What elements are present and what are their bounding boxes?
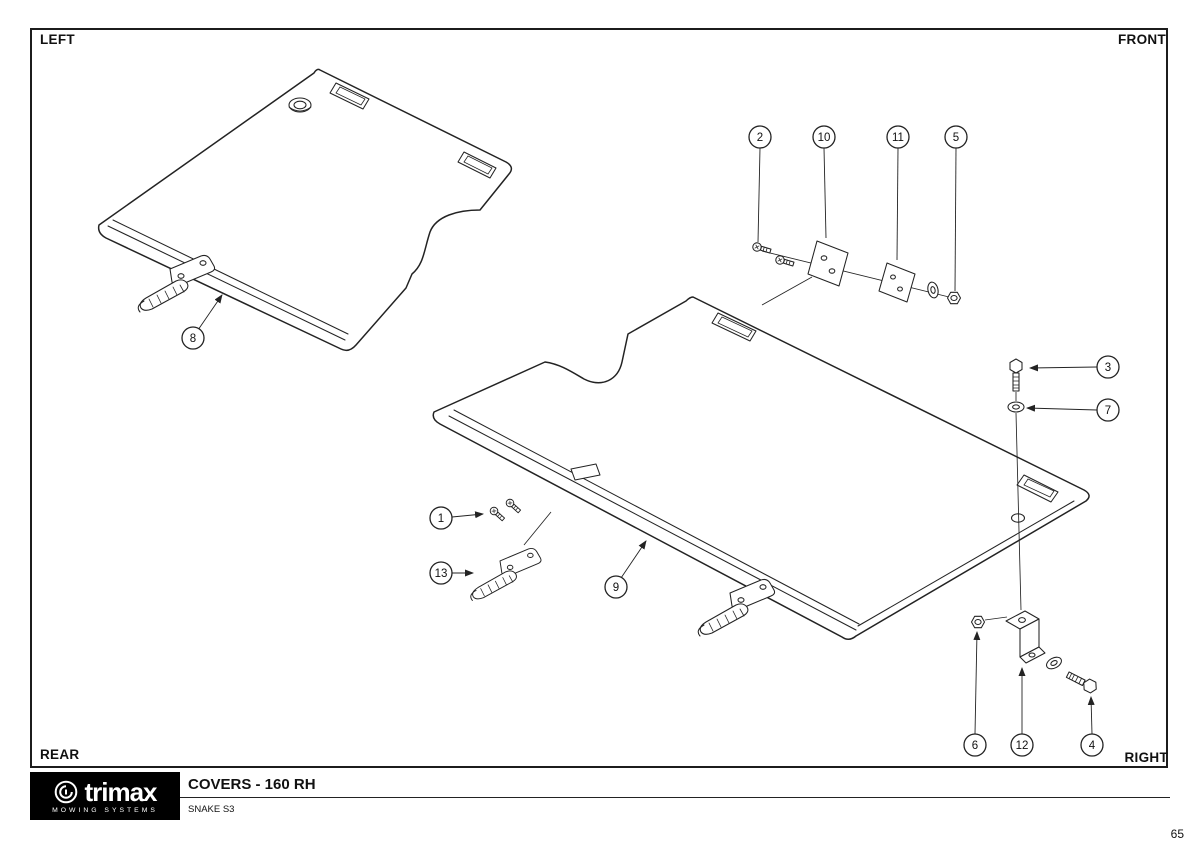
svg-text:3: 3 — [1105, 362, 1111, 374]
hardware-cluster-latch — [470, 497, 552, 601]
panel-left-cap — [288, 97, 312, 113]
part-11-plate — [878, 262, 916, 303]
part-9-cover-panel-right — [432, 296, 1090, 640]
callout-7: 7 — [1096, 398, 1120, 422]
callout-11: 11 — [886, 125, 910, 149]
part-3-bolt — [1009, 358, 1023, 392]
callout-10: 10 — [812, 125, 836, 149]
drawing-subtitle: SNAKE S3 — [188, 803, 235, 815]
leader-4 — [1087, 696, 1095, 735]
assembly-axis-nut — [984, 616, 1008, 621]
part-12-bracket — [1005, 610, 1046, 664]
callout-12: 12 — [1010, 733, 1034, 757]
part-1-screw — [488, 505, 507, 523]
drawing-title: COVERS - 160 RH — [180, 772, 1170, 798]
part-8-cover-panel-left — [97, 68, 513, 352]
trimax-logo-emblem — [55, 780, 78, 803]
leader-11 — [896, 147, 899, 261]
callout-8: 8 — [181, 326, 205, 350]
brand-tagline: MOWING SYSTEMS — [52, 806, 158, 814]
latch-keeper-plate — [570, 463, 601, 481]
title-block: trimax MOWING SYSTEMS COVERS - 160 RH SN… — [30, 772, 1170, 820]
washer — [1044, 654, 1064, 672]
hardware-cluster-right — [970, 358, 1100, 696]
callout-5: 5 — [944, 125, 968, 149]
leader-1 — [451, 511, 484, 519]
latch-installed-right — [697, 578, 776, 637]
part-5-nut — [946, 291, 962, 305]
svg-text:6: 6 — [972, 740, 978, 752]
assembly-axis-vertical — [1015, 392, 1022, 611]
svg-text:13: 13 — [435, 568, 448, 580]
orientation-label-front: FRONT — [1118, 32, 1166, 47]
leader-7 — [1026, 404, 1098, 412]
svg-text:1: 1 — [438, 513, 444, 525]
assembly-axis-top — [761, 250, 950, 298]
callout-9: 9 — [604, 575, 628, 599]
callout-13: 13 — [429, 561, 453, 585]
orientation-label-rear: REAR — [40, 747, 80, 762]
svg-text:12: 12 — [1016, 740, 1029, 752]
title-block-text: COVERS - 160 RH SNAKE S3 — [180, 772, 1170, 820]
washer-small — [925, 280, 941, 300]
callout-6: 6 — [963, 733, 987, 757]
hardware-cluster-top — [751, 240, 962, 306]
svg-text:8: 8 — [190, 333, 196, 345]
part-4-bolt — [1064, 668, 1100, 696]
leader-9 — [620, 540, 647, 579]
svg-text:10: 10 — [818, 132, 831, 144]
leader-3 — [1029, 364, 1098, 372]
part-7-washer — [1007, 401, 1025, 413]
svg-text:4: 4 — [1089, 740, 1096, 752]
svg-text:11: 11 — [892, 132, 904, 144]
panel-left-handle-slots — [329, 82, 497, 179]
page-number: 65 — [1170, 827, 1184, 841]
svg-text:7: 7 — [1105, 405, 1111, 417]
leader-10 — [823, 147, 827, 239]
orientation-label-right: RIGHT — [1124, 750, 1168, 765]
pointer-to-panel-top — [761, 276, 813, 306]
part-13-latch — [470, 547, 542, 601]
callout-4: 4 — [1080, 733, 1104, 757]
orientation-label-left: LEFT — [40, 32, 75, 47]
leader-5 — [954, 147, 957, 292]
leader-8 — [197, 294, 223, 331]
svg-text:9: 9 — [613, 582, 619, 594]
svg-text:2: 2 — [757, 132, 763, 144]
bolt-hole — [1010, 513, 1026, 523]
leader-2 — [757, 147, 761, 243]
part-2-screw — [751, 241, 773, 256]
leader-lines — [197, 147, 1098, 735]
part-1-screw — [504, 497, 523, 515]
pointer-to-panel-latch — [523, 511, 552, 546]
panel-right-fold-lines — [448, 409, 1075, 631]
part-6-nut — [970, 615, 986, 629]
callout-3: 3 — [1096, 355, 1120, 379]
callout-2: 2 — [748, 125, 772, 149]
trimax-logo: trimax MOWING SYSTEMS — [30, 772, 180, 820]
diagram-border-frame — [30, 28, 1168, 768]
brand-name: trimax — [84, 776, 157, 807]
panel-left-fold-lines — [107, 219, 349, 341]
callout-1: 1 — [429, 506, 453, 530]
leader-6 — [973, 631, 981, 735]
part-10-plate — [807, 240, 849, 287]
panel-right-handle-slots — [711, 312, 1059, 503]
svg-text:5: 5 — [953, 132, 959, 144]
